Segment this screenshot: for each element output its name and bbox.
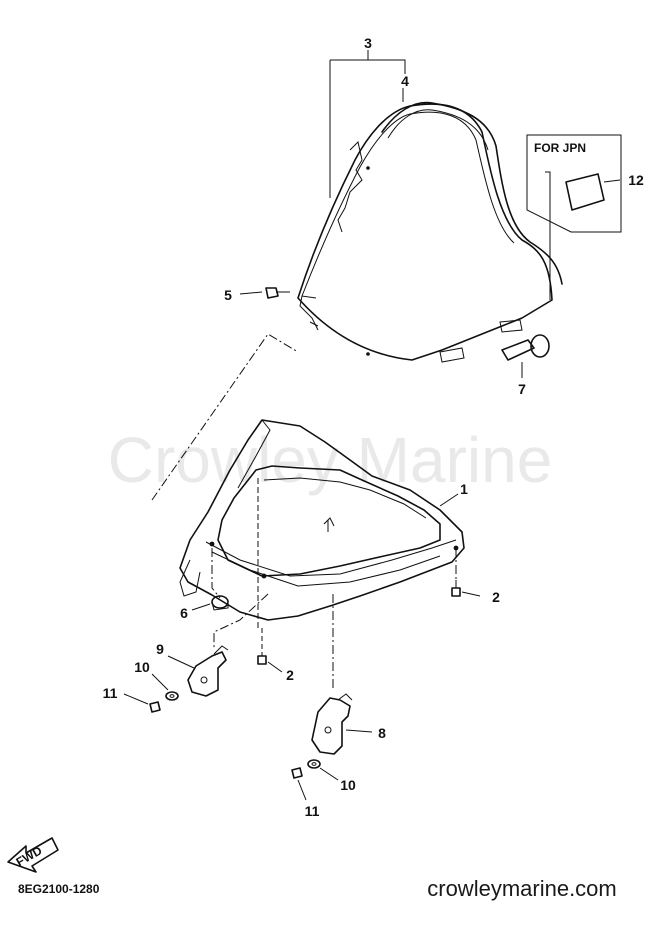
- callout-2b-leader: [267, 661, 283, 673]
- callout-2b: 2: [286, 667, 294, 683]
- callout-10a-leader: [151, 673, 169, 691]
- assembly-line-6: [211, 548, 221, 599]
- callout-1: 1: [460, 481, 468, 497]
- washer-10b[interactable]: [307, 759, 321, 769]
- screw-5[interactable]: [265, 287, 290, 299]
- bracket-9[interactable]: [187, 645, 229, 697]
- windshield[interactable]: [297, 101, 563, 363]
- callout-11a-leader: [123, 693, 149, 705]
- callout-2a-leader: [461, 591, 481, 597]
- callout-10b-leader: [319, 767, 339, 781]
- cowling-1[interactable]: [179, 419, 465, 628]
- callout-5-leader: [239, 291, 263, 295]
- callout-1-leader: [439, 493, 459, 507]
- nut-11a[interactable]: [149, 701, 161, 713]
- callout-4: 4: [401, 73, 409, 89]
- fwd-label: FWD: [14, 843, 45, 869]
- nut-11b[interactable]: [291, 767, 303, 779]
- callout-2a: 2: [492, 589, 500, 605]
- grommet-6[interactable]: [211, 595, 229, 611]
- callout-8: 8: [378, 725, 386, 741]
- callout-6: 6: [180, 605, 188, 621]
- jpn-box-title: FOR JPN: [534, 141, 586, 155]
- screw-2a[interactable]: [451, 580, 461, 597]
- callout-3: 3: [364, 35, 372, 51]
- assembly-line-top: [309, 321, 319, 327]
- washer-10a[interactable]: [165, 691, 179, 701]
- callout-12-leader: [603, 179, 621, 183]
- label-12[interactable]: [565, 173, 605, 211]
- callout-9-leader: [167, 655, 195, 669]
- screw-2b[interactable]: [257, 628, 267, 665]
- callout-11b: 11: [305, 803, 320, 819]
- callout-5: 5: [224, 287, 232, 303]
- assembly-line-9: [213, 593, 269, 650]
- assembly-line-left: [151, 333, 299, 501]
- callout-11b-leader: [297, 779, 307, 801]
- callout-10b: 10: [340, 777, 356, 793]
- callout-9: 9: [156, 641, 164, 657]
- callout-3-bracket: [329, 59, 406, 198]
- jpn-box: FOR JPN: [526, 134, 622, 300]
- callout-8-leader: [345, 729, 373, 733]
- callout-10a: 10: [134, 659, 150, 675]
- watermark: Crowley Marine: [108, 424, 553, 496]
- footer-url[interactable]: crowleymarine.com: [427, 876, 617, 901]
- callout-7: 7: [518, 381, 526, 397]
- callout-6-leader: [191, 603, 211, 611]
- diagram-code: 8EG2100-1280: [18, 882, 100, 896]
- clip-7[interactable]: [501, 334, 550, 361]
- bracket-8[interactable]: [311, 693, 353, 755]
- fwd-arrow-icon: FWD: [7, 837, 59, 873]
- callout-11a: 11: [103, 685, 118, 701]
- callout-12: 12: [628, 172, 644, 188]
